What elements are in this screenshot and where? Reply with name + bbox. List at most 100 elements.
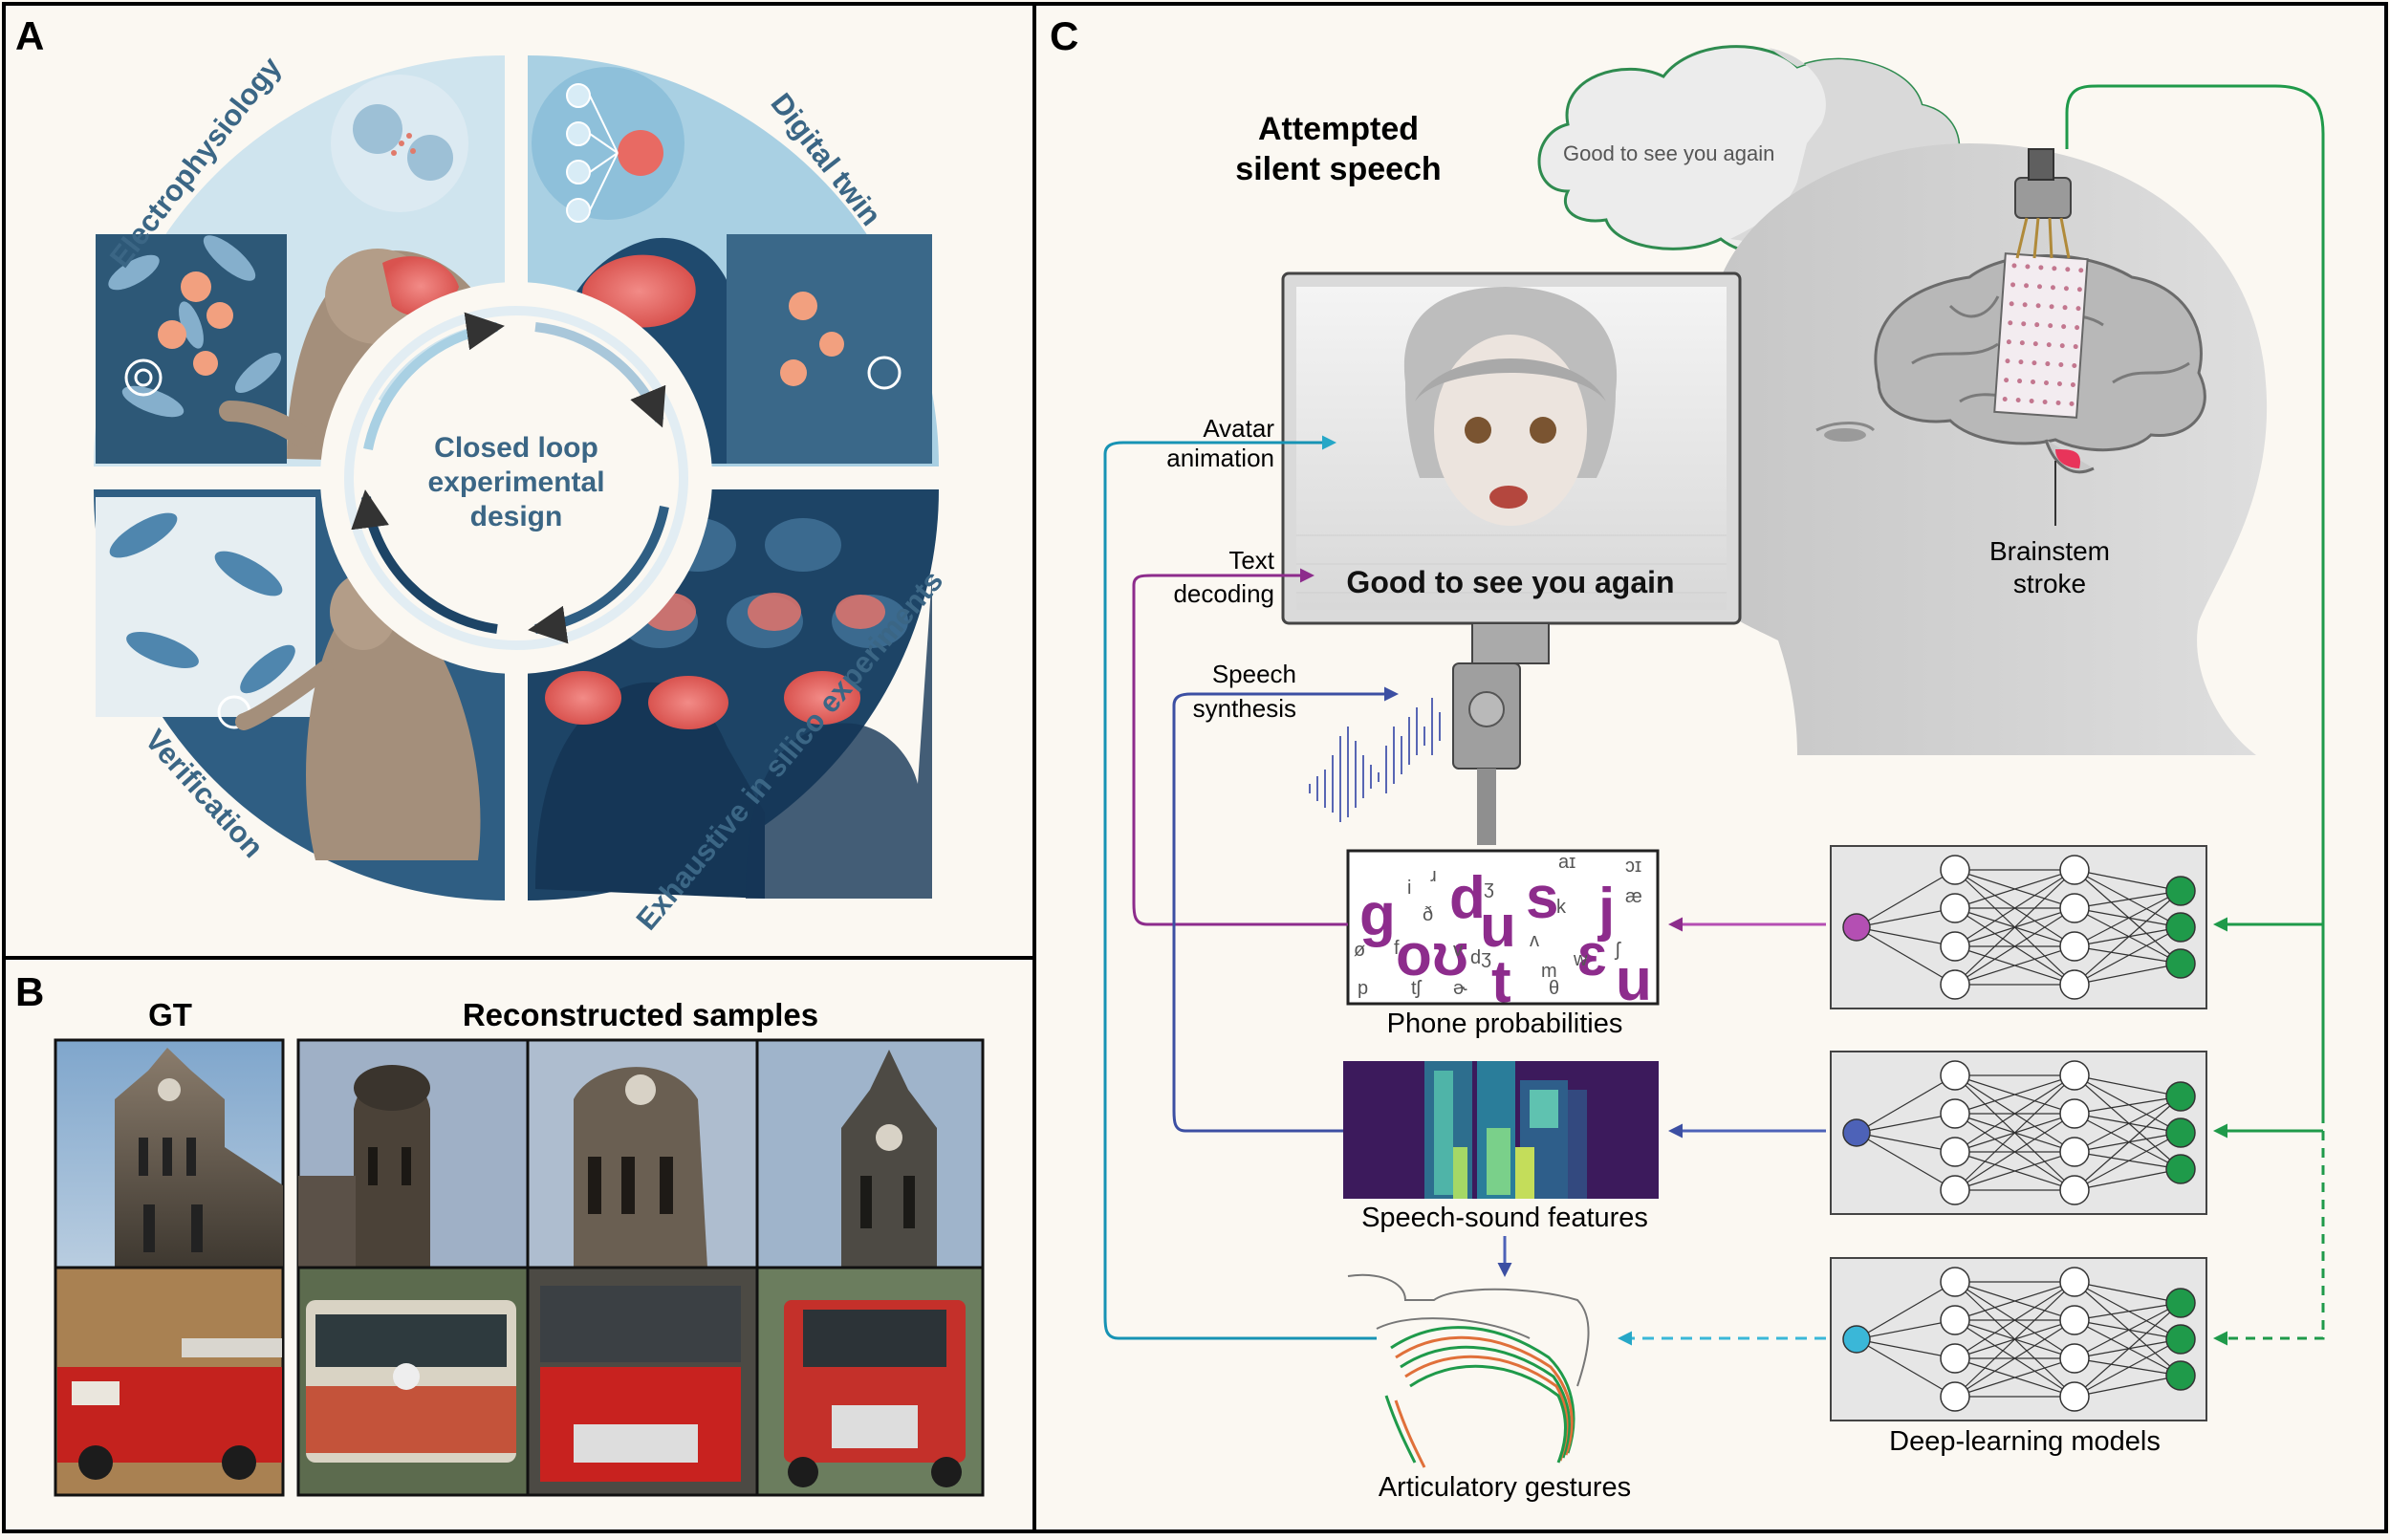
- network-edge: [2074, 1074, 2182, 1097]
- text-label-2: decoding: [1173, 579, 1274, 608]
- input-node: [1842, 1118, 1871, 1147]
- phone-glyph: k: [1556, 897, 1567, 918]
- artic-model-network: [1830, 1257, 2207, 1421]
- sound-model-box: [1830, 1051, 2207, 1215]
- loop-arrow-3: [351, 489, 498, 634]
- phone-glyph: ɹ: [1430, 865, 1437, 886]
- text-label-1: Text: [1228, 546, 1274, 575]
- avatar-label-1: Avatar: [1203, 414, 1274, 443]
- sound-caption: Speech-sound features: [1361, 1203, 1648, 1233]
- network-edge: [2074, 1132, 2182, 1153]
- avatar-face: [1434, 335, 1587, 526]
- hidden-node: [1940, 1381, 1970, 1412]
- network-edge: [1954, 869, 2075, 909]
- thought-text: Good to see you again: [1563, 141, 1774, 165]
- hidden-node: [1940, 1267, 1970, 1297]
- output-node: [2165, 1081, 2196, 1112]
- phone-glyph: θ: [1549, 978, 1559, 999]
- phone-glyph: g: [1359, 882, 1396, 948]
- phone-glyph: d: [1449, 865, 1486, 931]
- hidden-node: [2059, 1137, 2090, 1167]
- network-edge: [2074, 1281, 2182, 1377]
- network-edge: [2074, 1095, 2182, 1191]
- network-edge: [2074, 1095, 2182, 1153]
- phone-glyph: ʃ: [1614, 940, 1621, 961]
- phone-glyph: ø: [1354, 940, 1365, 961]
- phone-glyph: u: [1616, 947, 1652, 1013]
- hidden-node: [2059, 1175, 2090, 1205]
- phone-glyph: aɪ: [1558, 852, 1575, 873]
- phone-caption: Phone probabilities: [1387, 1009, 1623, 1039]
- signal-line-main: [2065, 84, 2325, 1123]
- network-edge: [1856, 1132, 1956, 1153]
- network-edge: [2074, 1338, 2182, 1359]
- network-edge: [2074, 1375, 2182, 1398]
- brainstem-lesion: [2055, 449, 2080, 468]
- network-edge: [2074, 890, 2182, 909]
- phone-glyph: oʊ: [1396, 922, 1468, 988]
- gt-label: GT: [148, 997, 192, 1032]
- samples-label: Reconstructed samples: [463, 997, 818, 1032]
- hidden-node: [1940, 1175, 1970, 1205]
- loop-arrow-4: [363, 312, 505, 450]
- hidden-node: [2059, 931, 2090, 962]
- phone-probability-box: [1346, 849, 1660, 1006]
- loop-arrow-2: [528, 506, 669, 644]
- network-edge: [1954, 1074, 2075, 1115]
- phone-glyph: t: [1491, 949, 1511, 1015]
- network-edge: [2074, 907, 2182, 965]
- network-edge: [2074, 1319, 2182, 1340]
- center-label-1: Closed loop: [434, 432, 598, 464]
- avatar-label-2: animation: [1166, 444, 1274, 472]
- network-edge: [2074, 1338, 2182, 1398]
- output-node: [2165, 1360, 2196, 1391]
- phone-glyph: ɚ: [1453, 978, 1467, 999]
- network-edge: [2074, 1302, 2182, 1359]
- phone-glyph: i: [1407, 878, 1411, 899]
- deep-learning-models: [1830, 845, 2207, 1421]
- monkey-verification: [306, 593, 481, 860]
- network-edge: [2074, 1168, 2182, 1191]
- network-edge: [1954, 1074, 2075, 1191]
- synth-label-1: Speech: [1212, 660, 1296, 688]
- avatar-animation-arrow: [1103, 435, 1377, 1340]
- network-edge: [1954, 1281, 2075, 1321]
- network-edge: [1856, 1338, 1956, 1398]
- network-edge: [1954, 1281, 2075, 1398]
- panel-b-letter: B: [15, 969, 44, 1014]
- network-edge: [1954, 869, 2075, 947]
- network-edge: [1954, 1319, 2075, 1398]
- center-disc: [320, 282, 712, 674]
- network-edge: [2074, 1302, 2182, 1398]
- network-edge: [2074, 1095, 2182, 1115]
- phone-glyph: u: [1480, 894, 1516, 960]
- hidden-node: [1940, 855, 1970, 885]
- synth-label-2: synthesis: [1193, 694, 1296, 723]
- sound-model-network: [1830, 1051, 2207, 1215]
- hidden-node: [2059, 1267, 2090, 1297]
- signal-to-artic-model: [2213, 1131, 2325, 1346]
- hidden-node: [1940, 1098, 1970, 1129]
- speech-waveform: [1309, 698, 1441, 822]
- phone-glyph: ɔɪ: [1625, 856, 1641, 877]
- network-edge: [1954, 1113, 2075, 1191]
- spectrogram: [1343, 1061, 1659, 1199]
- phone-model-box: [1830, 845, 2207, 1009]
- network-edge: [1954, 1281, 2075, 1359]
- hidden-node: [2059, 1060, 2090, 1091]
- network-edge: [1856, 869, 1956, 928]
- network-edge: [2074, 869, 2182, 928]
- fruit-cluster: [158, 271, 233, 376]
- network-edge: [2074, 907, 2182, 928]
- center-label-2: experimental: [427, 466, 604, 498]
- network-edge: [2074, 1302, 2182, 1321]
- network-edge: [1954, 945, 2075, 986]
- input-node: [1842, 1325, 1871, 1354]
- network-edge: [2074, 1357, 2182, 1377]
- speech-title-1: Attempted: [1258, 111, 1419, 147]
- network-edge: [2074, 1113, 2182, 1170]
- hidden-node: [1940, 1137, 1970, 1167]
- network-edge: [1856, 926, 1956, 986]
- network-edge: [2074, 1074, 2182, 1134]
- network-edge: [1856, 1338, 1956, 1359]
